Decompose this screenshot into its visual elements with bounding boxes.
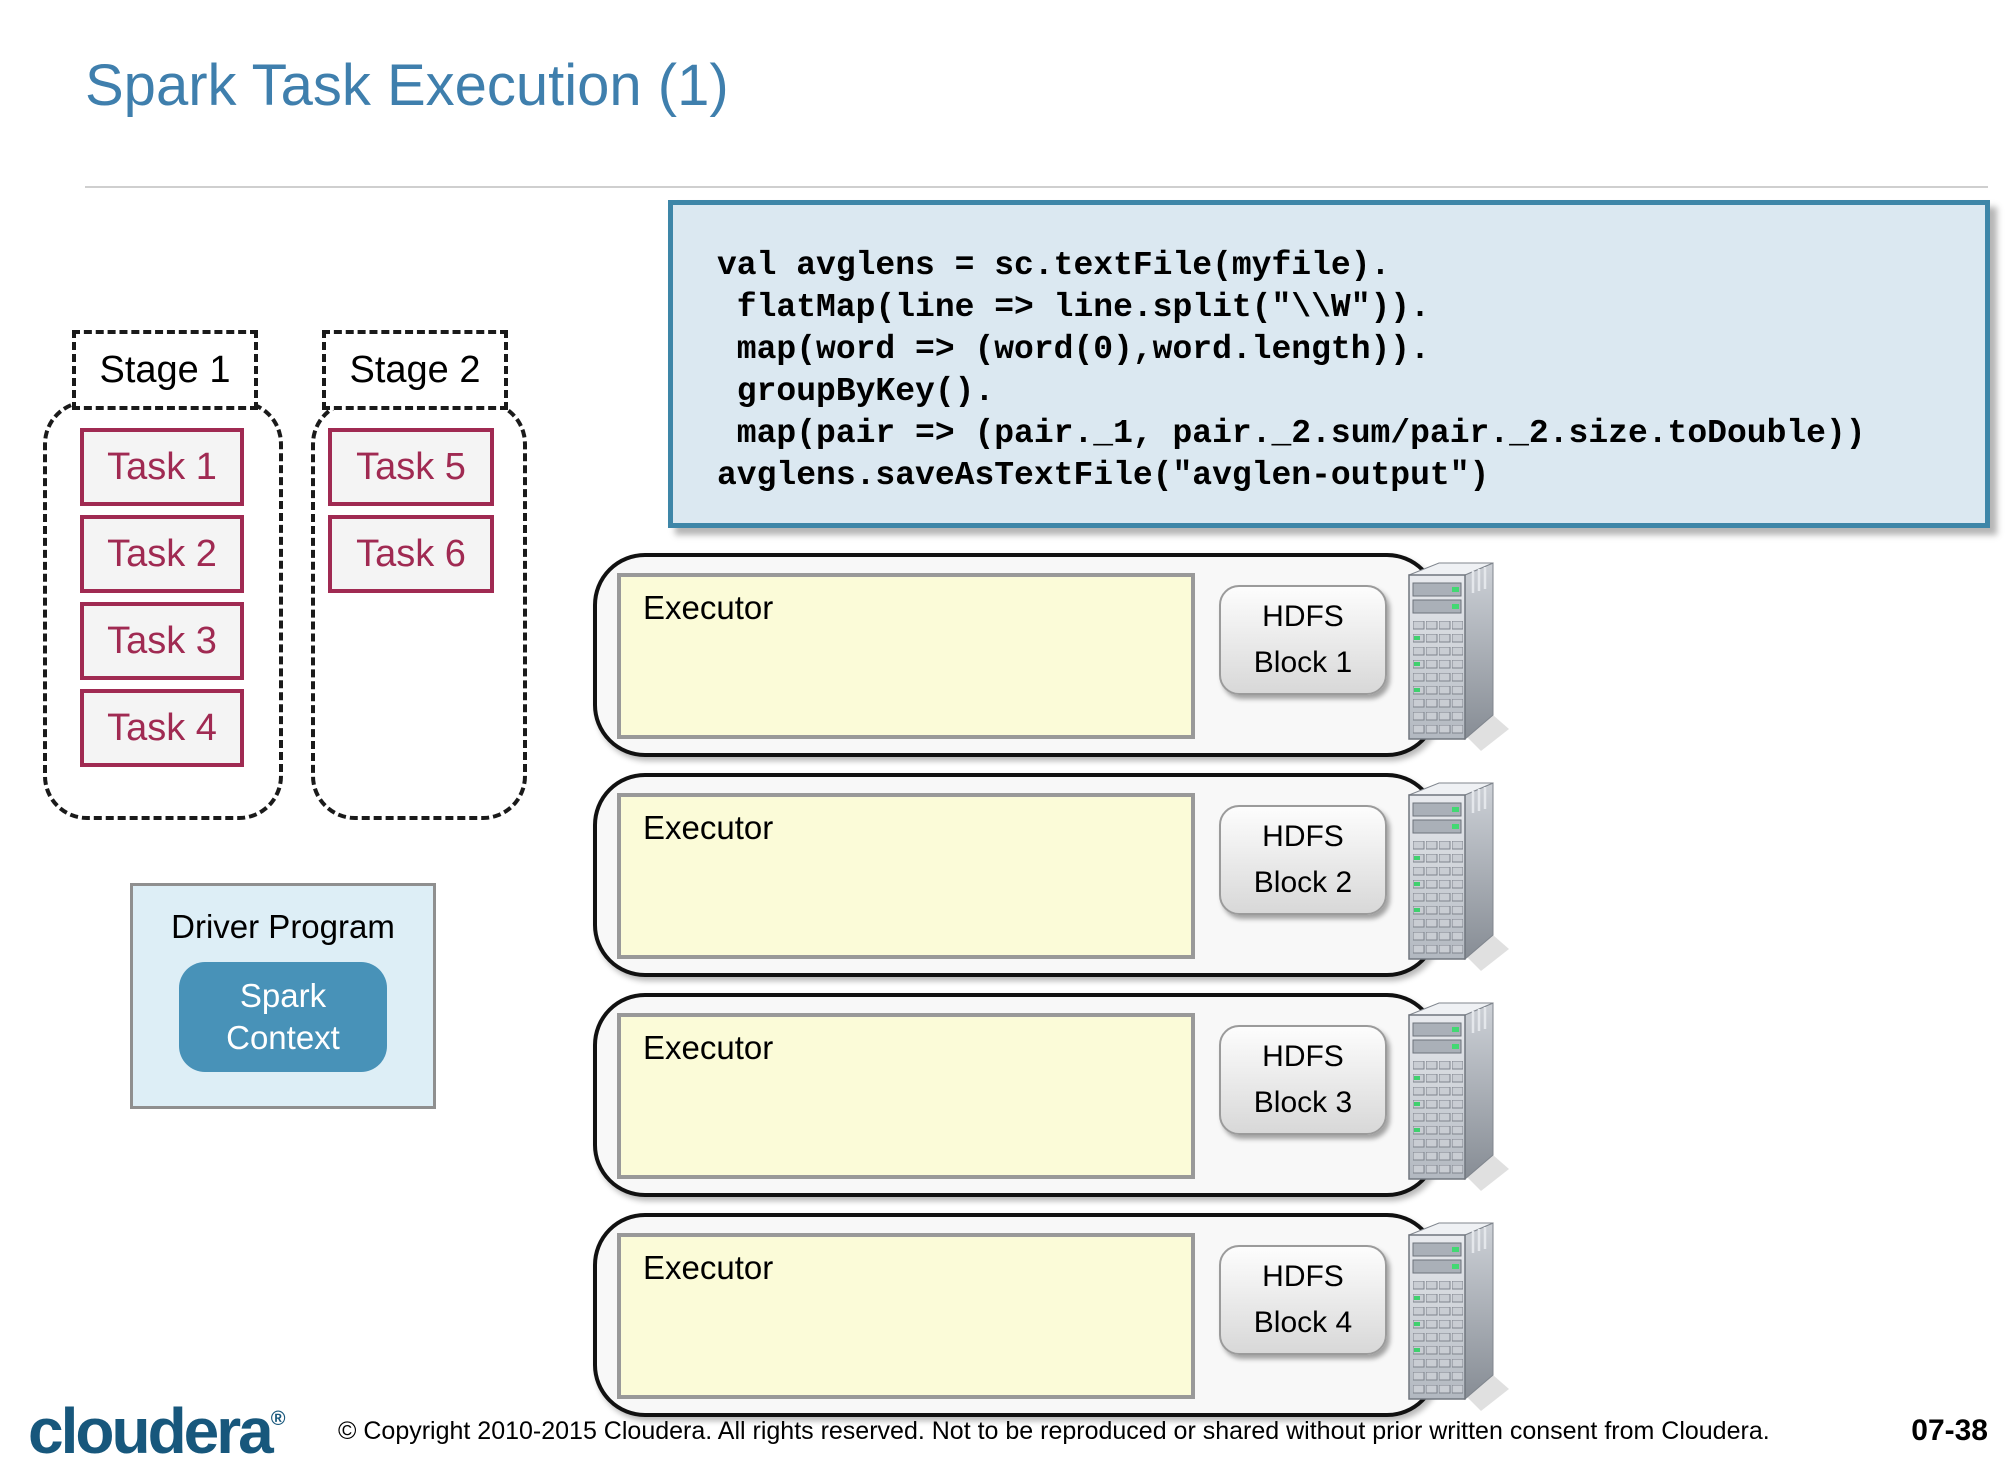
task-box: Task 3 [80, 602, 244, 680]
stage-1-label: Stage 1 [72, 330, 258, 410]
task-box: Task 1 [80, 428, 244, 506]
task-box: Task 6 [328, 515, 494, 593]
page-number: 07-38 [1911, 1414, 1988, 1447]
hdfs-block-badge: HDFS Block 2 [1219, 805, 1387, 915]
page-title: Spark Task Execution (1) [85, 53, 729, 118]
worker-node-row: Executor HDFS Block 2 [593, 773, 1439, 977]
server-icon [1393, 999, 1511, 1195]
task-box: Task 5 [328, 428, 494, 506]
hdfs-label: HDFS [1262, 1040, 1344, 1073]
registered-mark: ® [270, 1408, 286, 1430]
cloudera-logo-text: cloudera [28, 1395, 274, 1467]
server-icon [1393, 1219, 1511, 1415]
cloudera-logo: cloudera® [28, 1394, 286, 1468]
hdfs-label: HDFS [1262, 820, 1344, 853]
executor-box: Executor [617, 793, 1195, 959]
hdfs-block-number: Block 4 [1253, 1306, 1353, 1339]
hdfs-label: HDFS [1262, 600, 1344, 633]
worker-node-row: Executor HDFS Block 4 [593, 1213, 1439, 1417]
stage-2-label: Stage 2 [322, 330, 508, 410]
copyright-text: © Copyright 2010-2015 Cloudera. All righ… [338, 1417, 1770, 1445]
hdfs-block-badge: HDFS Block 3 [1219, 1025, 1387, 1135]
hdfs-block-number: Block 2 [1253, 866, 1353, 899]
task-box: Task 2 [80, 515, 244, 593]
worker-node-row: Executor HDFS Block 3 [593, 993, 1439, 1197]
hdfs-label: HDFS [1262, 1260, 1344, 1293]
code-line: avglens.saveAsTextFile("avglen-output") [717, 457, 1490, 494]
driver-program-label: Driver Program [171, 908, 395, 945]
spark-context-box: Spark Context [179, 962, 387, 1072]
code-line: val avglens = sc.textFile(myfile). [717, 247, 1391, 284]
code-block: val avglens = sc.textFile(myfile). flatM… [668, 200, 1990, 528]
server-icon [1393, 559, 1511, 755]
code-line: map(pair => (pair._1, pair._2.sum/pair._… [717, 415, 1866, 452]
code-line: flatMap(line => line.split("\\W")). [717, 289, 1430, 326]
driver-program-box: Driver Program Spark Context [130, 883, 436, 1109]
task-box: Task 4 [80, 689, 244, 767]
code-line: groupByKey(). [717, 373, 995, 410]
executor-box: Executor [617, 573, 1195, 739]
executor-box: Executor [617, 1233, 1195, 1399]
hdfs-block-number: Block 3 [1253, 1086, 1353, 1119]
hdfs-block-badge: HDFS Block 4 [1219, 1245, 1387, 1355]
executor-box: Executor [617, 1013, 1195, 1179]
hdfs-block-badge: HDFS Block 1 [1219, 585, 1387, 695]
server-icon [1393, 779, 1511, 975]
title-underline [85, 186, 1988, 188]
hdfs-block-number: Block 1 [1253, 646, 1353, 679]
code-line: map(word => (word(0),word.length)). [717, 331, 1430, 368]
worker-node-row: Executor HDFS Block 1 [593, 553, 1439, 757]
